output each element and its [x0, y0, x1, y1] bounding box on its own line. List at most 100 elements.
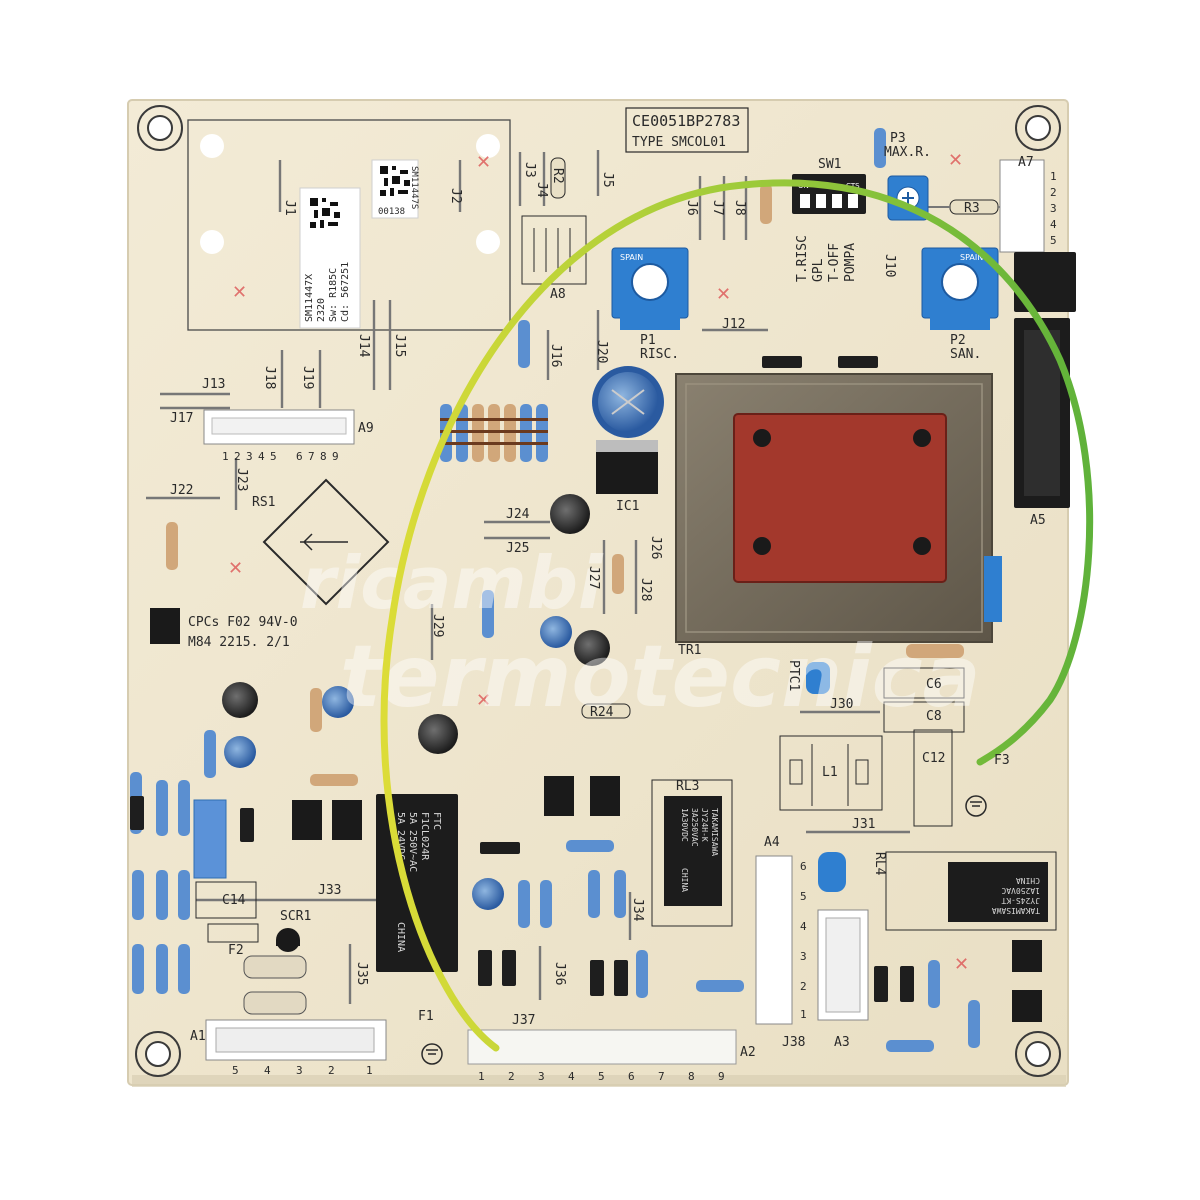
label-tr1: TR1 [678, 643, 701, 658]
label-j7: J7 [710, 200, 725, 216]
pot-p2-label: SAN. [950, 347, 981, 362]
a7-pin: 3 [1050, 202, 1057, 215]
label-j36: J36 [552, 962, 567, 985]
watermark-line-2: termotecnica [340, 627, 981, 727]
label-j6: J6 [684, 200, 699, 216]
label-c8: C8 [926, 709, 942, 724]
label-j23: J23 [234, 468, 249, 491]
pin-numbers-a9: 1 2 3 4 5 6 7 8 9 [222, 450, 339, 463]
a2-pin: 7 [658, 1070, 665, 1083]
label-c12: C12 [922, 751, 945, 766]
a1-pin: 4 [264, 1064, 271, 1077]
label-j29: J29 [430, 614, 445, 637]
label-j27: J27 [586, 566, 601, 589]
label-r24: R24 [590, 705, 614, 720]
a4-pin: 6 [800, 860, 807, 873]
connector-a5 [1014, 318, 1070, 508]
label-c14: C14 [222, 893, 246, 908]
label-j2: J2 [448, 188, 463, 204]
ce-code: 0051BP2783 [650, 112, 740, 130]
connector-a3 [817, 909, 869, 1021]
svg-text:✕: ✕ [476, 690, 491, 711]
ptc-thermistor [806, 662, 846, 892]
potentiometer-p1[interactable]: SPAIN [611, 247, 689, 330]
label-j30: J30 [830, 697, 853, 712]
svg-text:✕: ✕ [954, 954, 969, 975]
label-j12: J12 [722, 317, 745, 332]
label-j35: J35 [354, 962, 369, 985]
pot-brand-p2: SPAIN [960, 253, 983, 262]
a2-pin: 5 [598, 1070, 605, 1083]
label-j33: J33 [318, 883, 341, 898]
label-ptc1: PTC1 [786, 660, 801, 691]
label-j16: J16 [548, 344, 563, 367]
label-f3: F3 [994, 753, 1010, 768]
sw1-ref: SW1 [818, 157, 841, 172]
sw1-label-gpl: GPL [811, 258, 826, 282]
rl3-mark-5: CHINA [680, 868, 689, 892]
connector-a9 [203, 409, 355, 445]
relay-main-mark-2: F1CL024R [419, 812, 430, 861]
label-f1: F1 [418, 1009, 434, 1024]
relay-main-mark-3: 5A 250V~AC [407, 812, 418, 872]
rl3-mark-3: 3A250VAC [690, 808, 699, 847]
resistor-bank [440, 404, 548, 462]
a4-pin: 2 [800, 980, 807, 993]
resistor-r2 [550, 157, 566, 199]
a4-pin: 4 [800, 920, 807, 933]
rl3-mark-2: JY24H-K [700, 808, 709, 842]
pin-numbers-a1: 5 4 3 2 1 [232, 1064, 373, 1077]
label-j24: J24 [506, 507, 530, 522]
a4-pin: 1 [800, 1008, 807, 1021]
sticker-code-b: SM11447S [409, 166, 419, 209]
a7-pin: 5 [1050, 234, 1057, 247]
label-j8: J8 [732, 200, 747, 216]
capacitor-outlines [195, 667, 965, 919]
relay-rl4: TAKAMISAWA JY24S-KT 1A250VAC CHINA [885, 851, 1057, 931]
resistors-middle [310, 128, 980, 1052]
fuse-holders [207, 923, 307, 1015]
connector-a7 [999, 159, 1045, 253]
sw1-labels: T.RISC GPL T-OFF POMPA [795, 235, 858, 282]
svg-text:✕: ✕ [948, 150, 963, 171]
label-j1: J1 [282, 200, 297, 216]
label-c6: C6 [926, 677, 942, 692]
potentiometer-p2[interactable]: SPAIN [921, 247, 999, 330]
a2-pin: 3 [538, 1070, 545, 1083]
silkscreen-labels: J1 J2 J3 J4 J5 J6 J7 J8 J10 J12 J13 J14 … [170, 131, 1046, 1060]
pot-p1-ref: P1 [640, 333, 656, 348]
a7-pin: 4 [1050, 218, 1057, 231]
a4-pin: 3 [800, 950, 807, 963]
a7-pin: 1 [1050, 170, 1057, 183]
label-j5: J5 [600, 172, 615, 188]
label-j13: J13 [202, 377, 225, 392]
mounting-holes [135, 105, 1061, 1077]
a9-pin: 5 [270, 450, 277, 463]
label-j10: J10 [882, 254, 897, 277]
connector-a1 [205, 1019, 387, 1061]
a2-pin: 9 [718, 1070, 725, 1083]
pot-p3-label: MAX.R. [884, 145, 931, 160]
sticker-line-2: 2320 [316, 298, 327, 322]
label-r3: R3 [964, 201, 980, 216]
pin-numbers-a2: 1 2 3 4 5 6 7 8 9 [478, 1070, 725, 1083]
diodes [130, 356, 914, 1002]
rl4-mark-2: JY24S-KT [1001, 896, 1040, 905]
rl4-mark-1: TAKAMISAWA [992, 906, 1040, 915]
label-j20: J20 [594, 340, 609, 363]
label-j25: J25 [506, 541, 529, 556]
label-j26: J26 [648, 536, 663, 559]
label-j18: J18 [262, 366, 277, 389]
label-j34: J34 [630, 898, 645, 922]
sticker-line-3: Sw: R185C [328, 268, 339, 322]
label-j38: J38 [782, 1035, 805, 1050]
a1-pin: 5 [232, 1064, 239, 1077]
a1-pin: 1 [366, 1064, 373, 1077]
a9-pin: 8 [320, 450, 327, 463]
label-sticker: 00138 SM11447S SM11447X 2320 Sw: R185C C… [299, 159, 419, 329]
sw1-label-pompa: POMPA [843, 243, 858, 282]
connector-a4 [755, 855, 793, 1025]
pin-numbers-a4: 6 5 4 3 2 1 [800, 860, 807, 1021]
pot-p1-label: RISC. [640, 347, 679, 362]
